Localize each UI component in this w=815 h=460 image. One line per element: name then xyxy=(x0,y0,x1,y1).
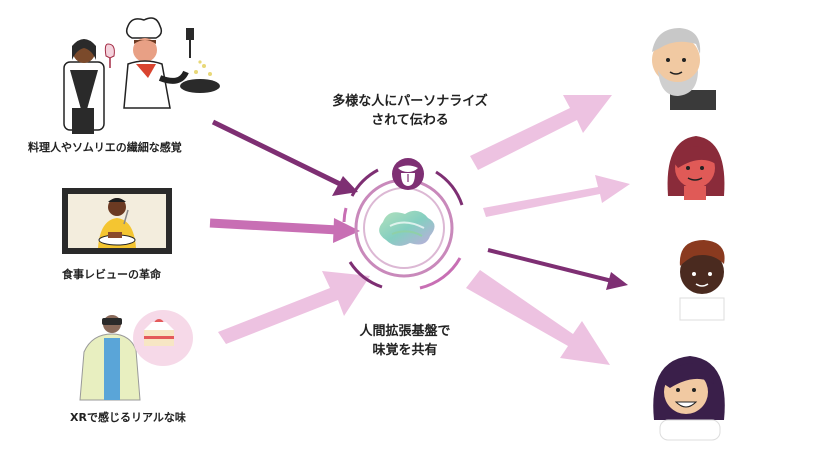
arrow-to-person-3 xyxy=(487,248,628,290)
center-bottom-line2: 味覚を共有 xyxy=(372,343,438,358)
arrow-from-xr xyxy=(218,271,370,344)
center-top-line1: 多様な人にパーソナライズ xyxy=(332,94,488,109)
arrow-from-chef xyxy=(211,119,358,196)
center-top-caption: 多様な人にパーソナライズ されて伝わる xyxy=(305,92,515,130)
source-label-chef: 料理人やソムリエの繊細な感覚 xyxy=(28,141,182,154)
arrow-to-person-2 xyxy=(483,175,630,217)
source-label-review: 食事レビューの革命 xyxy=(62,268,161,281)
person-1-illustration xyxy=(652,28,716,110)
taste-cloud-icon xyxy=(379,210,435,246)
arrow-to-person-4 xyxy=(466,270,610,365)
person-3-illustration xyxy=(679,240,725,321)
source-label-xr: XRで感じるリアルな味 xyxy=(70,411,186,424)
arrow-from-review xyxy=(209,218,360,243)
xr-illustration xyxy=(79,310,193,401)
center-bottom-caption: 人間拡張基盤で 味覚を共有 xyxy=(305,322,505,360)
food-review-illustration xyxy=(62,188,172,254)
arrow-to-person-1 xyxy=(470,95,612,170)
chef-and-sommelier-illustration xyxy=(63,17,220,134)
tongue-icon xyxy=(392,158,424,190)
person-4-illustration xyxy=(653,356,725,441)
central-hub xyxy=(342,158,464,290)
center-top-line2: されて伝わる xyxy=(371,113,449,128)
center-bottom-line1: 人間拡張基盤で xyxy=(359,324,451,339)
person-2-illustration xyxy=(667,136,725,200)
